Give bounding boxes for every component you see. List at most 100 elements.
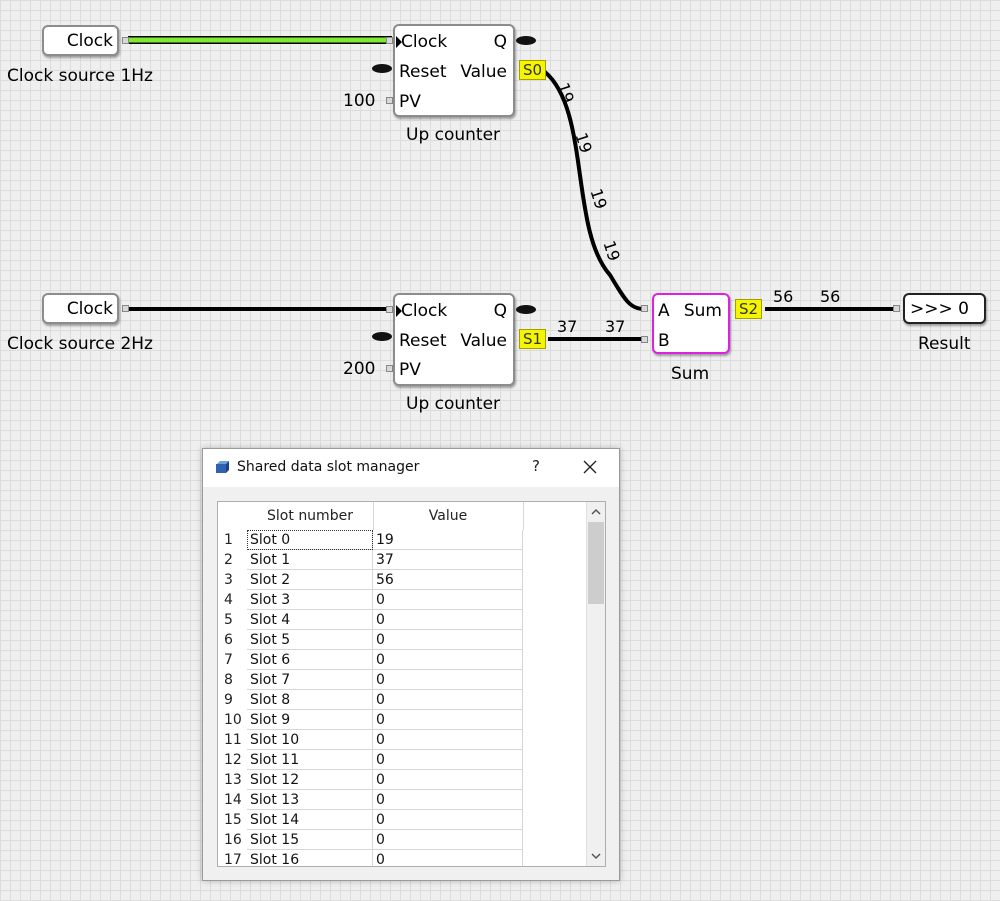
slot-value-cell[interactable]: 0	[373, 650, 523, 670]
slot-number-cell[interactable]: Slot 1	[247, 550, 373, 570]
slot-value-cell[interactable]: 0	[373, 790, 523, 810]
slot-number-cell[interactable]: Slot 6	[247, 650, 373, 670]
counter2-q-connector-icon	[516, 305, 536, 314]
sum-b-pin[interactable]	[641, 336, 648, 343]
slot-value-cell[interactable]: 0	[373, 710, 523, 730]
clock-edge-icon	[396, 36, 402, 48]
slot-value-cell[interactable]: 0	[373, 830, 523, 850]
help-button[interactable]: ?	[532, 457, 540, 475]
row-number: 10	[224, 712, 242, 728]
counter2-clock-pin[interactable]	[386, 306, 393, 313]
result-value-label: >>> 0	[910, 299, 969, 319]
row-number: 12	[224, 752, 242, 768]
result-input-pin[interactable]	[893, 305, 900, 312]
result-block[interactable]: >>> 0	[903, 293, 986, 324]
slot-value-cell[interactable]: 0	[373, 750, 523, 770]
slot-value-cell[interactable]: 0	[373, 610, 523, 630]
slot-tag-s0[interactable]: S0	[519, 60, 547, 80]
slot-value-cell[interactable]: 19	[373, 530, 523, 550]
slot-number-cell[interactable]: Slot 2	[247, 570, 373, 590]
vertical-scrollbar[interactable]	[586, 502, 605, 866]
slot-number-cell[interactable]: Slot 8	[247, 690, 373, 710]
row-number: 3	[224, 572, 233, 588]
column-header-slot-number[interactable]: Slot number	[247, 502, 374, 530]
slot-number-cell[interactable]: Slot 3	[247, 590, 373, 610]
clock-label: Clock	[66, 299, 113, 319]
counter1-pv-input-label: PV	[399, 92, 421, 112]
column-header-value[interactable]: Value	[373, 502, 524, 530]
dialog-title: Shared data slot manager	[237, 459, 420, 475]
scrollbar-thumb[interactable]	[588, 522, 604, 604]
slot-value-cell[interactable]: 0	[373, 730, 523, 750]
slot-number-cell[interactable]: Slot 13	[247, 790, 373, 810]
slot-number-cell[interactable]: Slot 12	[247, 770, 373, 790]
slot-number-cell[interactable]: Slot 10	[247, 730, 373, 750]
clock-source-2hz-caption: Clock source 2Hz	[7, 334, 153, 354]
sum-block[interactable]: A B Sum	[652, 293, 730, 354]
counter1-q-connector-icon	[516, 36, 536, 45]
sum-a-pin[interactable]	[641, 305, 648, 312]
slot-value-cell[interactable]: 0	[373, 690, 523, 710]
wire-value-label: 37	[557, 317, 578, 336]
shared-data-slot-manager-dialog: Shared data slot manager ? Slot number V…	[202, 448, 620, 881]
counter2-reset-connector-icon	[372, 332, 392, 341]
clock1-output-pin[interactable]	[122, 37, 129, 44]
up-counter-2-block[interactable]: Clock Reset PV Q Value	[393, 293, 515, 386]
slot-number-cell[interactable]: Slot 15	[247, 830, 373, 850]
clock-source-1hz-block[interactable]: Clock	[42, 25, 119, 56]
scroll-up-arrow-icon[interactable]	[590, 506, 602, 518]
slot-value-cell[interactable]: 0	[373, 670, 523, 690]
slot-number-cell[interactable]: Slot 5	[247, 630, 373, 650]
slot-value-cell[interactable]: 0	[373, 630, 523, 650]
counter1-value-output-label: Value	[460, 62, 507, 82]
slot-value-cell[interactable]: 0	[373, 850, 523, 866]
slot-number-cell[interactable]: Slot 7	[247, 670, 373, 690]
close-icon[interactable]	[578, 455, 602, 479]
slot-value-cell[interactable]: 0	[373, 770, 523, 790]
slot-value-cell[interactable]: 0	[373, 810, 523, 830]
clock-source-2hz-block[interactable]: Clock	[42, 293, 119, 324]
counter1-reset-connector-icon	[372, 64, 392, 73]
slot-number-cell[interactable]: Slot 0	[247, 530, 373, 550]
slot-value-cell[interactable]: 56	[373, 570, 523, 590]
row-number: 4	[224, 592, 233, 608]
sum-output-label: Sum	[683, 301, 722, 321]
up-counter-1-block[interactable]: Clock Reset PV Q Value	[393, 24, 515, 117]
slot-tag-s1[interactable]: S1	[519, 329, 547, 349]
slot-value-cell[interactable]: 37	[373, 550, 523, 570]
counter1-pv-pin[interactable]	[386, 97, 393, 104]
scroll-down-arrow-icon[interactable]	[590, 850, 602, 862]
slot-number-cell[interactable]: Slot 4	[247, 610, 373, 630]
dialog-titlebar[interactable]: Shared data slot manager ?	[203, 449, 619, 487]
slot-number-cell[interactable]: Slot 11	[247, 750, 373, 770]
clock2-output-pin[interactable]	[122, 305, 129, 312]
counter2-pv-pin[interactable]	[386, 365, 393, 372]
slot-number-cell[interactable]: Slot 9	[247, 710, 373, 730]
slot-number-cell[interactable]: Slot 16	[247, 850, 373, 866]
row-number: 6	[224, 632, 233, 648]
slot-tag-s2[interactable]: S2	[735, 299, 763, 319]
slot-value-cell[interactable]: 0	[373, 590, 523, 610]
row-number: 17	[224, 852, 242, 867]
wire-s0-sum-a[interactable]	[543, 70, 645, 311]
counter1-clock-pin[interactable]	[386, 37, 393, 44]
slot-number-cell[interactable]: Slot 14	[247, 810, 373, 830]
